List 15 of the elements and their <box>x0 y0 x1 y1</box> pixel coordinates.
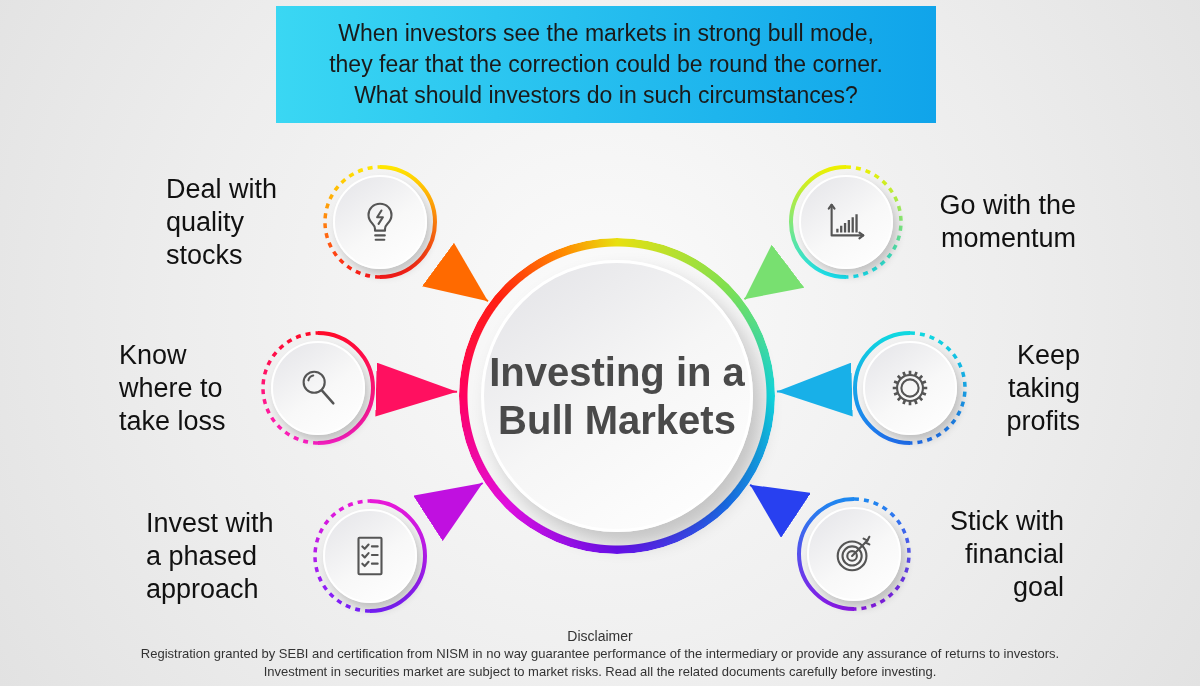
disclaimer-text: Investment in securities market are subject to market risks. Read all the related documents carefully before investing. <box>263 663 937 681</box>
step-label: Deal with quality stocks <box>166 172 279 272</box>
step-label: Stick with financial goal <box>948 504 1064 604</box>
center-title: Investing in a Bull Markets <box>488 349 746 444</box>
disclaimer-text: Registration granted by SEBI and certification from NISM in no way guarantee performance of the intermediary or provide any assurance of returns to investors. <box>140 645 1060 663</box>
step-label: Invest with a phased approach <box>146 506 275 606</box>
arrow <box>375 362 459 417</box>
step-label: Go with the momentum <box>938 189 1076 255</box>
step-label: Keep taking profits <box>1005 338 1080 438</box>
question-text: When investors see the markets in strong bull mode, they fear that the correction could be round the corner. What should investors do in such circumstances? <box>328 19 884 110</box>
step-label: Know where to take loss <box>119 338 227 438</box>
disclaimer-heading: Disclaimer <box>567 627 633 645</box>
arrow <box>775 362 853 417</box>
arrow <box>422 242 489 303</box>
arrow <box>743 244 805 301</box>
